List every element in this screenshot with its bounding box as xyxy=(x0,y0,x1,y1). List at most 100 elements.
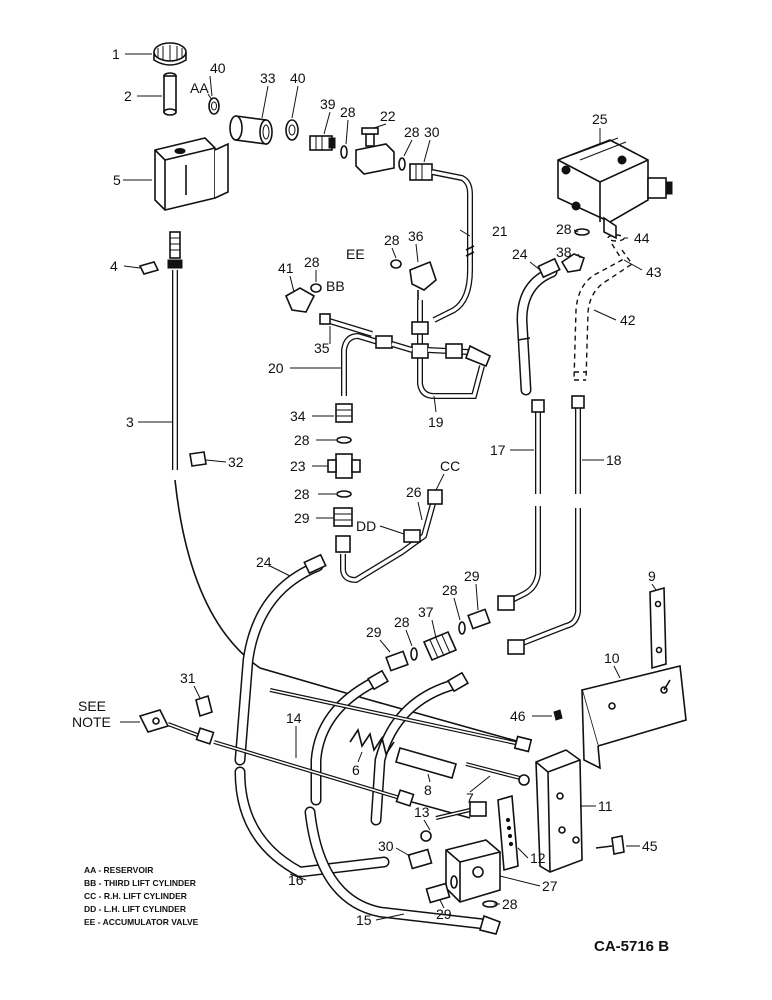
part-14-control-rod xyxy=(138,709,471,819)
label-30-upper: 30 xyxy=(424,124,440,140)
label-19: 19 xyxy=(428,414,444,430)
label-25: 25 xyxy=(592,111,608,127)
label-6: 6 xyxy=(352,762,360,778)
label-35: 35 xyxy=(314,340,330,356)
label-dd: DD xyxy=(356,518,376,534)
part-13-bolt xyxy=(435,801,487,820)
label-38: 38 xyxy=(556,244,572,260)
part-6-spring xyxy=(349,728,395,756)
part-37-union xyxy=(422,630,458,662)
part-16-hose xyxy=(234,669,390,878)
part-28-o-ring-g xyxy=(336,490,352,498)
label-24-upper: 24 xyxy=(512,246,528,262)
part-26-tube xyxy=(335,489,443,584)
part-33-hose-sleeve xyxy=(229,115,273,145)
label-27: 27 xyxy=(542,878,558,894)
part-28-o-ring-i xyxy=(458,621,466,635)
label-43: 43 xyxy=(646,264,662,280)
part-40-clamp-right xyxy=(285,119,299,141)
label-5: 5 xyxy=(113,172,121,188)
label-30-lower: 30 xyxy=(378,838,394,854)
part-12-bracket-strip xyxy=(497,794,519,872)
label-bb: BB xyxy=(326,278,345,294)
part-29-fitting-right xyxy=(467,608,491,630)
label-18: 18 xyxy=(606,452,622,468)
leader-lines xyxy=(120,53,657,921)
part-1-cap xyxy=(153,42,187,66)
part-2-strainer xyxy=(163,72,177,116)
see-note-line-2: NOTE xyxy=(72,714,111,730)
part-8-sleeve xyxy=(395,747,457,779)
label-ee: EE xyxy=(346,246,365,262)
part-34-fitting xyxy=(335,403,353,423)
legend-dd: DD - L.H. LIFT CYLINDER xyxy=(84,904,186,914)
label-7: 7 xyxy=(466,790,474,806)
part-29-fitting-upper xyxy=(333,507,353,527)
label-cc: CC xyxy=(440,458,460,474)
part-23-tee xyxy=(327,453,361,479)
part-29-fitting-lower xyxy=(425,875,458,904)
part-28-o-ring-f xyxy=(336,436,352,444)
label-28-e: 28 xyxy=(304,254,320,270)
label-28-f: 28 xyxy=(294,432,310,448)
legend-cc: CC - R.H. LIFT CYLINDER xyxy=(84,891,187,901)
part-9-strap xyxy=(649,586,667,670)
part-28-o-ring-b xyxy=(398,157,406,171)
label-46: 46 xyxy=(510,708,526,724)
label-45: 45 xyxy=(642,838,658,854)
label-40-left: 40 xyxy=(210,60,226,76)
label-9: 9 xyxy=(648,568,656,584)
part-28-o-ring-a xyxy=(340,145,348,159)
part-21-tube xyxy=(431,169,475,323)
label-1: 1 xyxy=(112,46,120,62)
label-28-i: 28 xyxy=(442,582,458,598)
label-36: 36 xyxy=(408,228,424,244)
part-24-hose-upper xyxy=(516,257,561,396)
part-32-plug xyxy=(189,451,207,467)
legend-ee: EE - ACCUMULATOR VALVE xyxy=(84,917,199,927)
part-11-plate xyxy=(535,749,583,873)
label-28-d: 28 xyxy=(556,221,572,237)
part-15-hose xyxy=(304,671,502,935)
part-18-tube xyxy=(507,395,585,655)
part-42-suction-hose xyxy=(573,243,633,381)
part-25-pump xyxy=(557,137,673,240)
part-17-tube xyxy=(497,399,545,611)
part-24-hose-lower xyxy=(234,553,327,766)
part-27-valve-block xyxy=(445,839,501,903)
part-28-o-ring-c xyxy=(574,228,590,236)
label-24-lower: 24 xyxy=(256,554,272,570)
linkage-rod xyxy=(269,688,533,753)
part-31-fitting xyxy=(195,694,213,718)
see-note-line-1: SEE xyxy=(78,698,106,714)
part-4-clip xyxy=(138,261,160,275)
part-30-fitting xyxy=(409,163,433,181)
label-4: 4 xyxy=(110,258,118,274)
part-22-valve xyxy=(355,127,395,175)
label-37: 37 xyxy=(418,604,434,620)
part-45-bolt xyxy=(595,835,625,855)
part-28-o-ring-e xyxy=(310,283,322,293)
part-10-bracket xyxy=(581,665,687,770)
part-3-return-tube xyxy=(167,231,521,743)
label-44: 44 xyxy=(634,230,650,246)
part-labels: 1 40 AA 2 33 40 39 28 22 28 30 25 5 21 2… xyxy=(110,46,662,928)
label-28-g: 28 xyxy=(294,486,310,502)
part-35-pipe xyxy=(319,313,373,337)
part-41-elbow xyxy=(284,287,316,313)
label-8: 8 xyxy=(424,782,432,798)
label-29-d: 29 xyxy=(436,906,452,922)
label-3: 3 xyxy=(126,414,134,430)
label-32: 32 xyxy=(228,454,244,470)
label-29-a: 29 xyxy=(294,510,310,526)
label-28-j: 28 xyxy=(502,896,518,912)
label-13: 13 xyxy=(414,804,430,820)
label-10: 10 xyxy=(604,650,620,666)
label-28-h: 28 xyxy=(394,614,410,630)
part-36-elbow xyxy=(409,260,437,300)
label-39: 39 xyxy=(320,96,336,112)
label-29-c: 29 xyxy=(464,568,480,584)
label-16: 16 xyxy=(288,872,304,888)
legend-bb: BB - THIRD LIFT CYLINDER xyxy=(84,878,196,888)
